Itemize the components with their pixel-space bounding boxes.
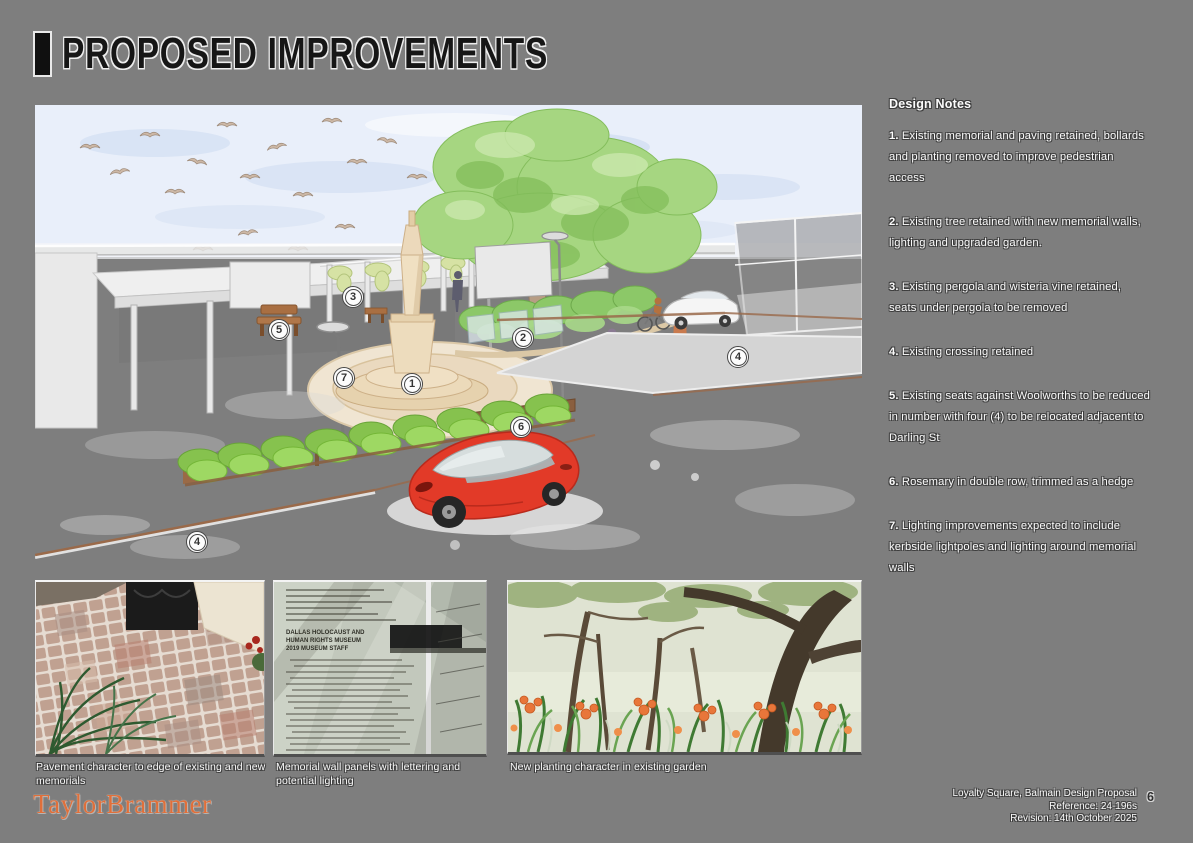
svg-text:DALLAS HOLOCAUST AND: DALLAS HOLOCAUST AND bbox=[286, 630, 365, 636]
photo-pavement bbox=[35, 580, 265, 757]
tree-trunks bbox=[543, 587, 861, 752]
design-note-5: 5. Existing seats against Woolworths to … bbox=[889, 386, 1151, 449]
palm-fronds bbox=[48, 667, 167, 754]
road-surface bbox=[60, 391, 855, 559]
note-text: Existing crossing retained bbox=[901, 346, 1034, 358]
design-note-1: 1. Existing memorial and paving retained… bbox=[889, 126, 1151, 189]
note-text: Existing pergola and wisteria vine retai… bbox=[889, 281, 1122, 314]
project-info: Loyalty Square, Balmain Design Proposal … bbox=[837, 788, 1137, 826]
note-number: 6. bbox=[889, 476, 899, 488]
taylorbrammer-logo: TaylorBrammer bbox=[33, 789, 212, 819]
design-notes-heading: Design Notes bbox=[889, 97, 972, 111]
title-accent-bar bbox=[35, 33, 50, 75]
design-note-2: 2. Existing tree retained with new memor… bbox=[889, 212, 1151, 254]
marker-6-hedge: 6 bbox=[510, 416, 532, 438]
marker-7-lightpole: 7 bbox=[333, 367, 355, 389]
engraved-name-lines bbox=[286, 589, 396, 621]
note-text: Existing seats against Woolworths to be … bbox=[889, 390, 1151, 444]
project-revision: Revision: 14th October 2025 bbox=[1010, 813, 1137, 824]
pedestrian-crossing bbox=[496, 311, 862, 396]
clivia-understory bbox=[510, 695, 852, 752]
garden-photo-svg bbox=[508, 582, 861, 752]
note-number: 7. bbox=[889, 520, 899, 532]
page-title-row: PROPOSED IMPROVEMENTS bbox=[35, 29, 702, 78]
note-number: 5. bbox=[889, 390, 899, 402]
note-number: 1. bbox=[889, 130, 899, 142]
caption-pavement: Pavement character to edge of existing a… bbox=[36, 761, 266, 787]
marker-5-seats: 5 bbox=[268, 319, 290, 341]
memorial-wall-photo-svg: DALLAS HOLOCAUST AND HUMAN RIGHTS MUSEUM… bbox=[274, 582, 486, 754]
design-note-6: 6. Rosemary in double row, trimmed as a … bbox=[889, 472, 1151, 493]
cyclist bbox=[637, 297, 671, 332]
note-number: 4. bbox=[889, 346, 899, 358]
page-title: PROPOSED IMPROVEMENTS bbox=[62, 29, 549, 78]
note-text: Lighting improvements expected to includ… bbox=[889, 520, 1137, 574]
marker-1-memorial: 1 bbox=[401, 373, 423, 395]
marker-4-crossing-darling: 4 bbox=[186, 531, 208, 553]
wall-heading-text: DALLAS HOLOCAUST AND HUMAN RIGHTS MUSEUM… bbox=[286, 630, 365, 652]
white-car bbox=[662, 290, 740, 330]
marker-3-pergola: 3 bbox=[342, 286, 364, 308]
photo-memorial-wall: DALLAS HOLOCAUST AND HUMAN RIGHTS MUSEUM… bbox=[273, 580, 487, 757]
note-text: Existing tree retained with new memorial… bbox=[889, 216, 1141, 249]
clivia-flowers bbox=[510, 695, 852, 738]
project-reference: Reference: 24-196s bbox=[1049, 800, 1137, 812]
marker-2-garden: 2 bbox=[512, 327, 534, 349]
design-notes: Design Notes 1. Existing memorial and pa… bbox=[889, 97, 1151, 602]
perspective-illustration: 1 2 3 4 4 5 6 7 bbox=[35, 105, 862, 562]
note-text: Rosemary in double row, trimmed as a hed… bbox=[901, 476, 1134, 488]
photo-garden bbox=[507, 580, 862, 755]
staff-name-lines bbox=[286, 659, 414, 751]
design-note-3: 3. Existing pergola and wisteria vine re… bbox=[889, 277, 1151, 319]
project-title: Loyalty Square, Balmain Design Proposal bbox=[952, 788, 1137, 799]
caption-memorial-wall: Memorial wall panels with lettering and … bbox=[276, 761, 461, 787]
marker-4-crossing: 4 bbox=[727, 346, 749, 368]
design-note-4: 4. Existing crossing retained bbox=[889, 342, 1151, 363]
note-text: Existing memorial and paving retained, b… bbox=[889, 130, 1145, 184]
caption-garden: New planting character in existing garde… bbox=[510, 761, 707, 773]
note-number: 3. bbox=[889, 281, 899, 293]
right-buildings-sketch bbox=[733, 211, 862, 345]
red-car bbox=[387, 431, 603, 535]
svg-text:HUMAN RIGHTS MUSEUM: HUMAN RIGHTS MUSEUM bbox=[286, 638, 361, 644]
illustration-svg bbox=[35, 105, 862, 559]
bench-seats bbox=[256, 304, 302, 336]
note-number: 2. bbox=[889, 216, 899, 228]
design-note-7: 7. Lighting improvements expected to inc… bbox=[889, 516, 1151, 579]
svg-text:2019 MUSEUM STAFF: 2019 MUSEUM STAFF bbox=[286, 646, 349, 652]
page-number: 6 bbox=[1147, 790, 1154, 804]
pavement-photo-svg bbox=[36, 582, 264, 754]
